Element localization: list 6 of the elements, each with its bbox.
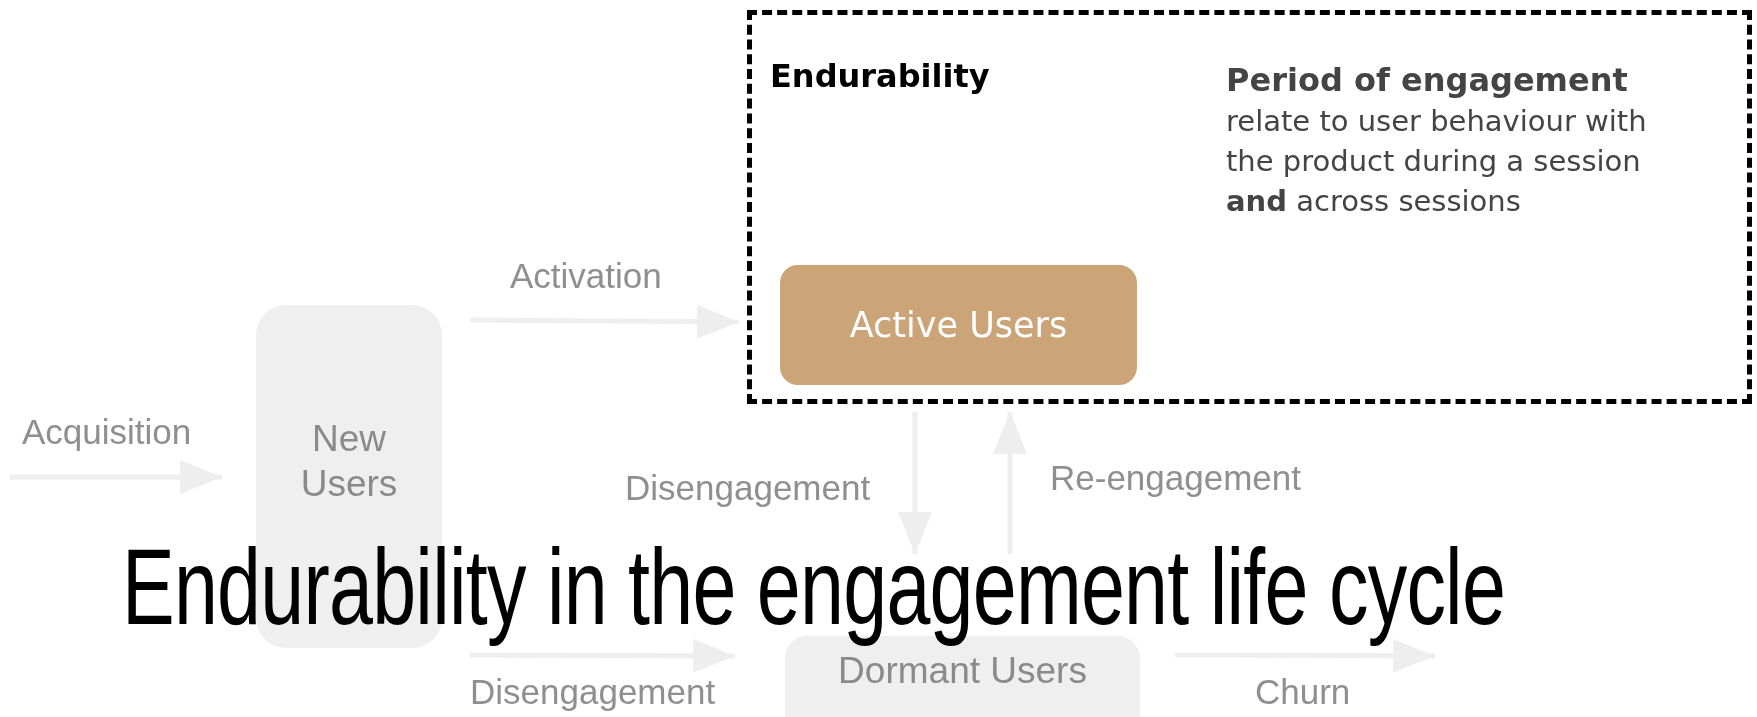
dashed-frame — [747, 10, 1752, 404]
edge-label: Disengagement — [470, 672, 716, 712]
note-heading: Period of engagement — [1226, 61, 1628, 99]
state-box: Active Users — [780, 265, 1137, 385]
note-text: relate to user behaviour with the product during a session and across sessions — [1226, 103, 1648, 220]
frame-heading: Endurability — [770, 57, 990, 95]
